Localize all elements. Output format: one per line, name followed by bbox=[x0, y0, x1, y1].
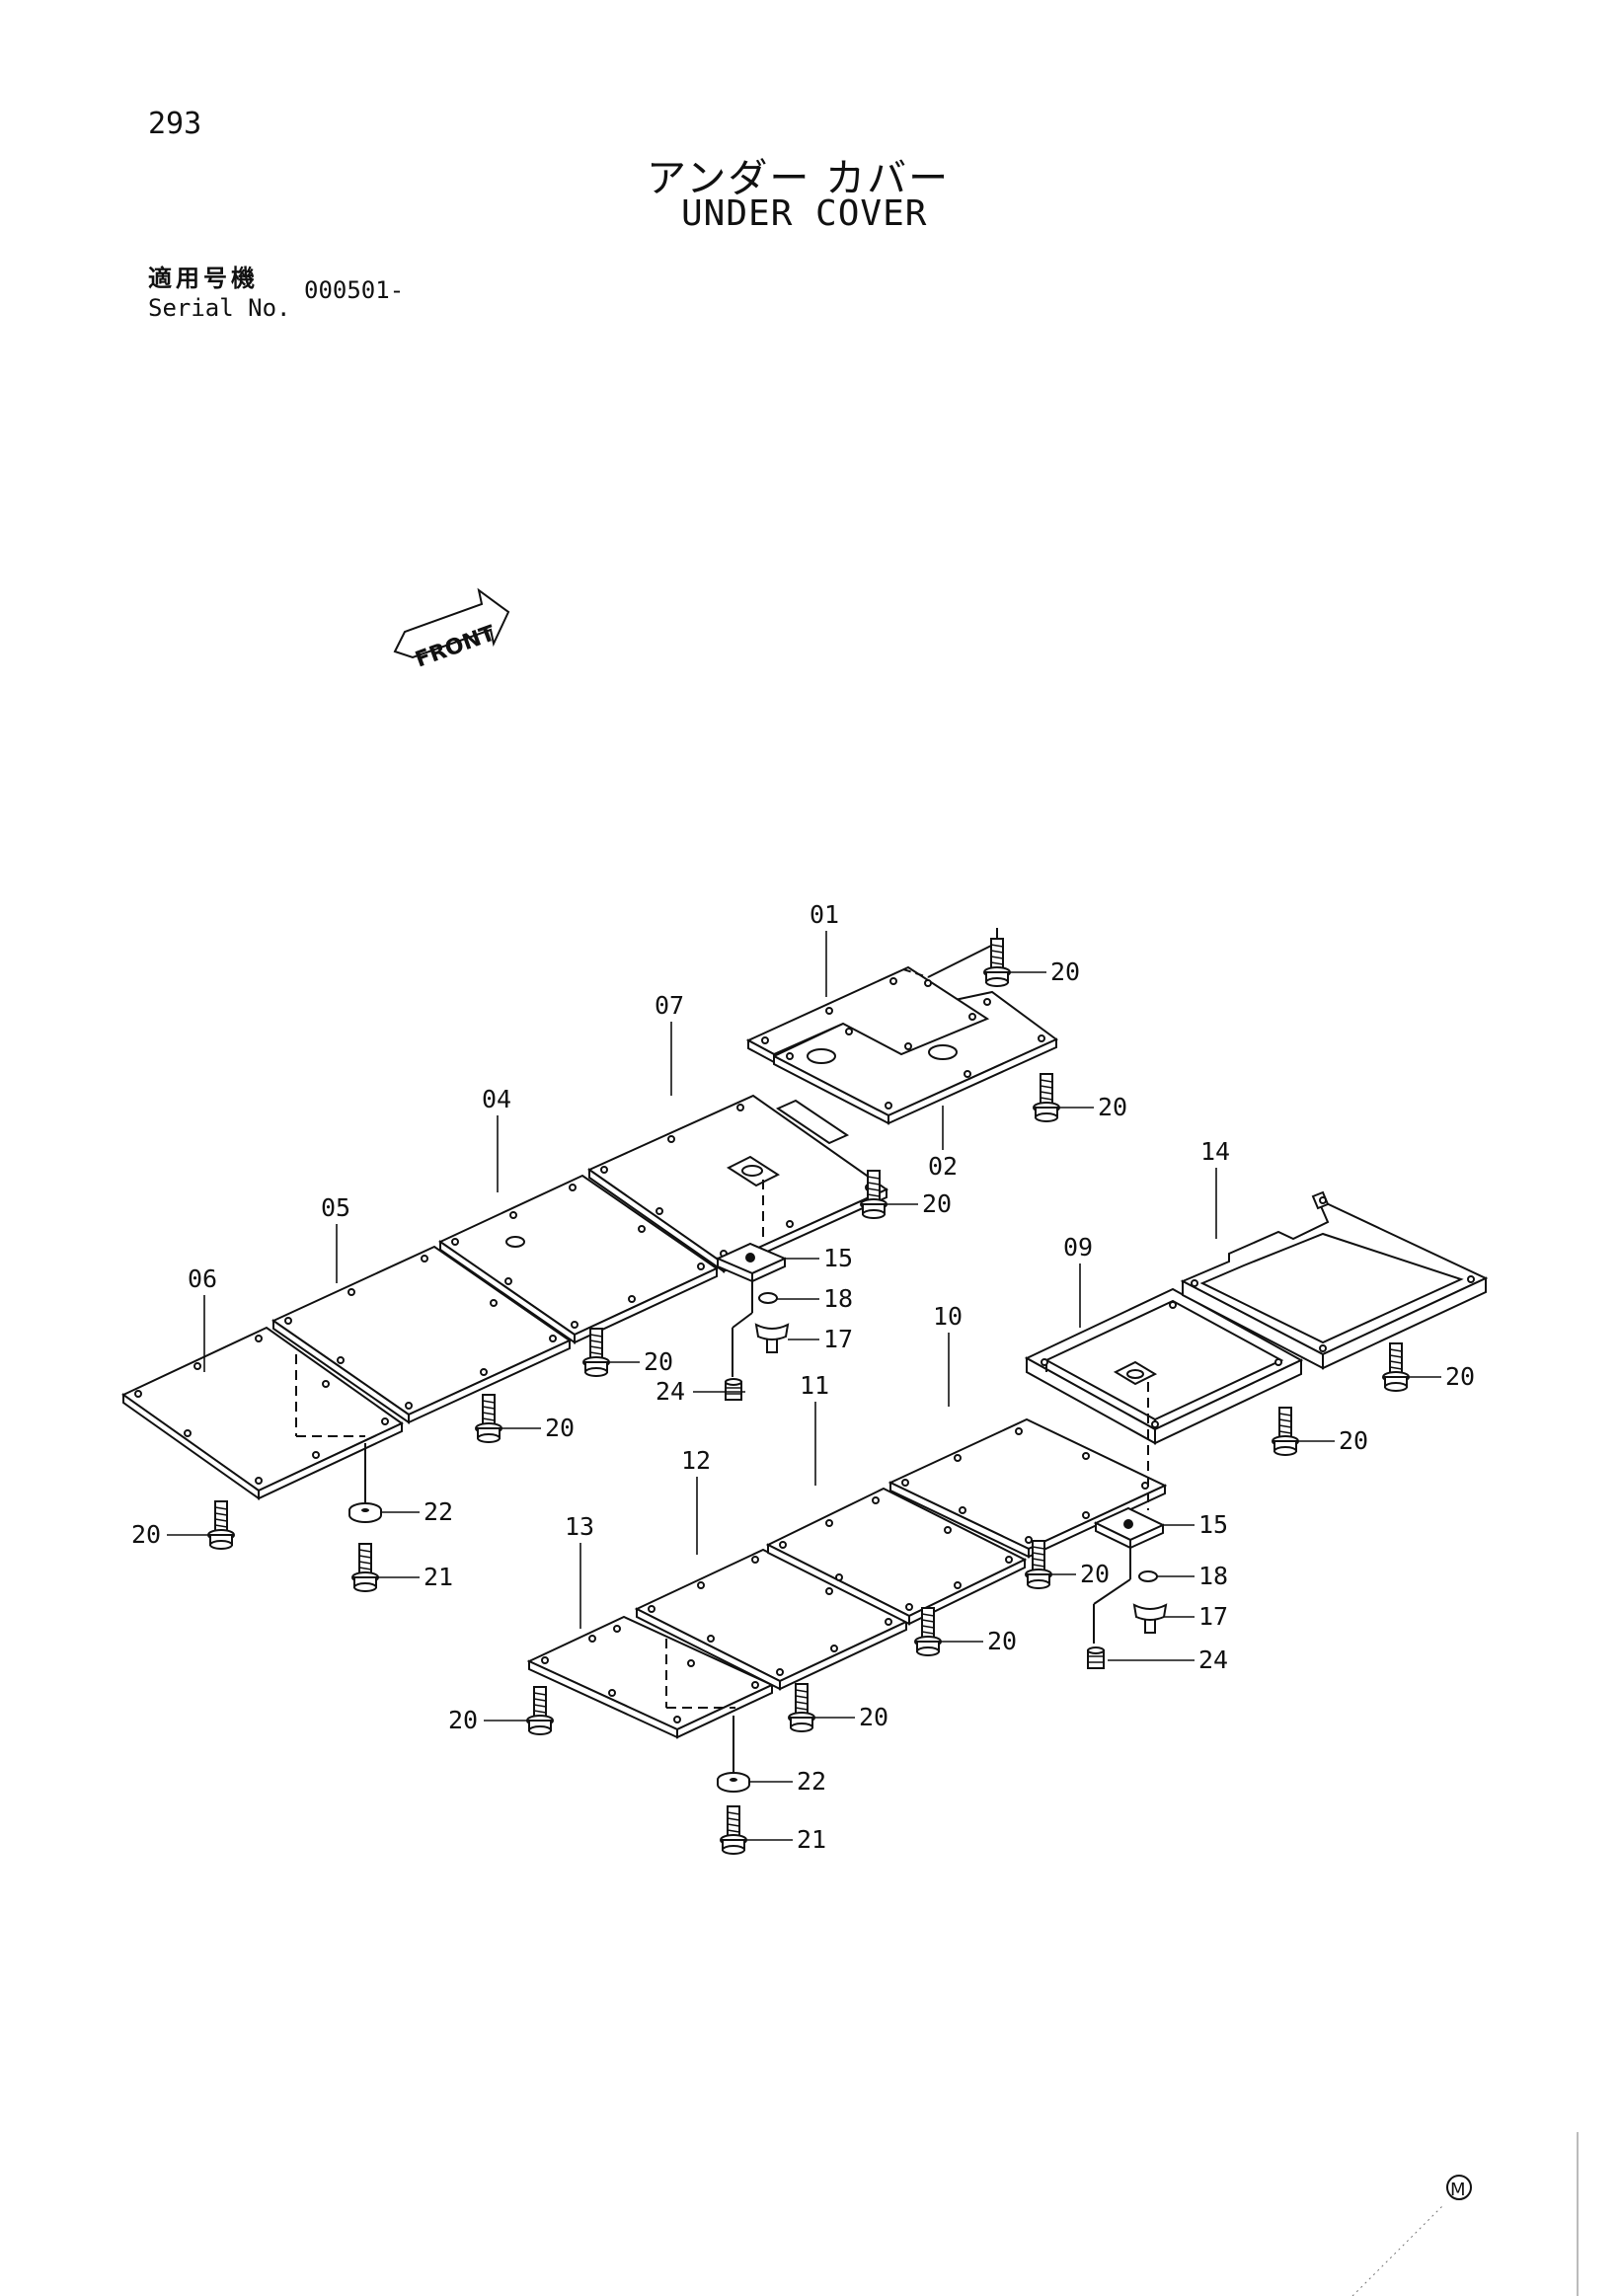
callout-13: 13 bbox=[565, 1512, 594, 1541]
callout-20: 20 bbox=[1445, 1362, 1475, 1391]
callout-17: 17 bbox=[1198, 1602, 1228, 1631]
cover-plate-07 bbox=[586, 1094, 889, 1273]
cover-plate-02 bbox=[771, 990, 1058, 1125]
callout-20: 20 bbox=[987, 1627, 1017, 1655]
callout-labels: 01 02 04 05 06 07 09 10 11 12 13 14 15 1… bbox=[131, 900, 1475, 1854]
callout-04: 04 bbox=[482, 1085, 511, 1113]
callout-06: 06 bbox=[188, 1264, 217, 1293]
callout-20: 20 bbox=[545, 1414, 575, 1442]
cover-frame-14 bbox=[1180, 1190, 1489, 1370]
callout-21: 21 bbox=[424, 1563, 453, 1591]
serial-number-range: 000501- bbox=[304, 276, 405, 304]
cover-plate-11 bbox=[765, 1487, 1028, 1626]
callout-leaders bbox=[167, 931, 1441, 1841]
callout-01: 01 bbox=[810, 900, 839, 929]
callout-05: 05 bbox=[321, 1193, 350, 1222]
corner-mark: M bbox=[1351, 2132, 1579, 2296]
callout-20: 20 bbox=[644, 1347, 673, 1376]
cover-plate-05 bbox=[270, 1245, 573, 1424]
callout-07: 07 bbox=[655, 991, 684, 1020]
cover-frame-09 bbox=[1024, 1287, 1304, 1445]
page-number: 293 bbox=[148, 107, 202, 141]
serial-label: Serial No. bbox=[148, 294, 291, 322]
callout-11: 11 bbox=[800, 1371, 829, 1400]
callout-02: 02 bbox=[928, 1152, 958, 1181]
callout-20: 20 bbox=[1080, 1560, 1110, 1588]
callout-18: 18 bbox=[1198, 1562, 1228, 1590]
left-latch-assembly bbox=[715, 1180, 789, 1401]
page-title: UNDER COVER bbox=[681, 193, 928, 234]
callout-17: 17 bbox=[823, 1325, 853, 1353]
callout-20: 20 bbox=[922, 1189, 952, 1218]
cover-plate-10 bbox=[887, 1417, 1168, 1559]
callout-20: 20 bbox=[1050, 957, 1080, 986]
callout-15: 15 bbox=[823, 1244, 853, 1272]
callout-21: 21 bbox=[797, 1825, 826, 1854]
callout-18: 18 bbox=[823, 1284, 853, 1313]
callout-20: 20 bbox=[859, 1703, 888, 1731]
cover-plate-12 bbox=[634, 1548, 909, 1691]
callout-14: 14 bbox=[1200, 1137, 1230, 1166]
cover-plate-06 bbox=[121, 1326, 404, 1500]
cover-plate-04 bbox=[437, 1174, 720, 1344]
callout-22: 22 bbox=[424, 1497, 453, 1526]
callout-12: 12 bbox=[681, 1446, 711, 1475]
callout-20: 20 bbox=[1098, 1093, 1127, 1121]
callout-09: 09 bbox=[1063, 1233, 1093, 1262]
right-bolts bbox=[526, 1342, 1410, 1855]
callout-20: 20 bbox=[448, 1706, 478, 1734]
callout-10: 10 bbox=[933, 1302, 963, 1331]
callout-20: 20 bbox=[131, 1520, 161, 1549]
left-cover-group bbox=[121, 928, 1058, 1500]
callout-22: 22 bbox=[797, 1767, 826, 1796]
corner-mark-letter: M bbox=[1450, 2180, 1466, 2200]
callout-15: 15 bbox=[1198, 1510, 1228, 1539]
right-latch-assembly bbox=[1087, 1382, 1167, 1669]
serial-label-japanese: 適用号機 bbox=[148, 265, 259, 292]
page-title-japanese: アンダー カバー bbox=[647, 156, 951, 201]
callout-24: 24 bbox=[1198, 1645, 1228, 1674]
left-bolts bbox=[207, 938, 1060, 1592]
front-direction-arrow: FRONT bbox=[393, 587, 510, 673]
callout-24: 24 bbox=[656, 1377, 685, 1406]
cover-plate-01 bbox=[745, 928, 998, 1064]
callout-20: 20 bbox=[1339, 1426, 1368, 1455]
right-cover-group bbox=[526, 1190, 1489, 1739]
